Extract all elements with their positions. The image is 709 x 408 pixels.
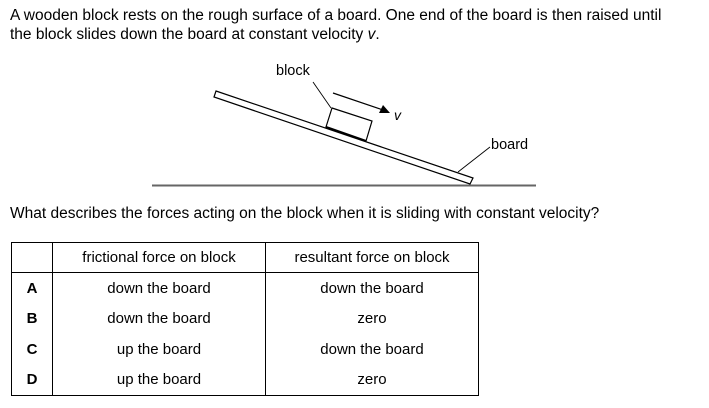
table-row: D up the board zero bbox=[11, 364, 479, 396]
intro-line-1: A wooden block rests on the rough surfac… bbox=[10, 7, 662, 24]
block-contact-edge bbox=[325, 125, 367, 143]
table-row: A down the board down the board bbox=[11, 272, 479, 304]
friction-cell: up the board bbox=[52, 364, 266, 396]
velocity-symbol: v bbox=[367, 26, 376, 43]
friction-cell: up the board bbox=[52, 334, 266, 365]
block-leader-line bbox=[312, 81, 332, 109]
velocity-arrow bbox=[332, 92, 384, 111]
resultant-cell: down the board bbox=[265, 334, 479, 365]
option-label: D bbox=[11, 364, 53, 396]
board bbox=[213, 90, 474, 185]
intro-period: . bbox=[375, 26, 380, 43]
table-header-row: frictional force on block resultant forc… bbox=[11, 242, 479, 273]
header-option bbox=[11, 242, 53, 273]
header-friction: frictional force on block bbox=[52, 242, 266, 273]
table-row: C up the board down the board bbox=[11, 334, 479, 365]
arrow-head-icon bbox=[379, 105, 390, 113]
resultant-cell: down the board bbox=[265, 272, 479, 304]
answer-table: frictional force on block resultant forc… bbox=[11, 242, 479, 396]
option-label: C bbox=[11, 334, 53, 365]
question-prompt: What describes the forces acting on the … bbox=[10, 205, 600, 222]
resultant-cell: zero bbox=[265, 364, 479, 396]
board-label: board bbox=[491, 137, 529, 153]
option-label: A bbox=[11, 272, 53, 304]
friction-cell: down the board bbox=[52, 303, 266, 334]
intro-text: the block slides down the board at const… bbox=[10, 26, 368, 43]
board-leader-line bbox=[457, 146, 491, 173]
table-row: B down the board zero bbox=[11, 303, 479, 334]
velocity-label: v bbox=[394, 107, 401, 123]
header-resultant: resultant force on block bbox=[265, 242, 479, 273]
option-label: B bbox=[11, 303, 53, 334]
intro-line-2: the block slides down the board at const… bbox=[10, 25, 380, 44]
friction-cell: down the board bbox=[52, 272, 266, 304]
block-label: block bbox=[276, 63, 310, 79]
resultant-cell: zero bbox=[265, 303, 479, 334]
